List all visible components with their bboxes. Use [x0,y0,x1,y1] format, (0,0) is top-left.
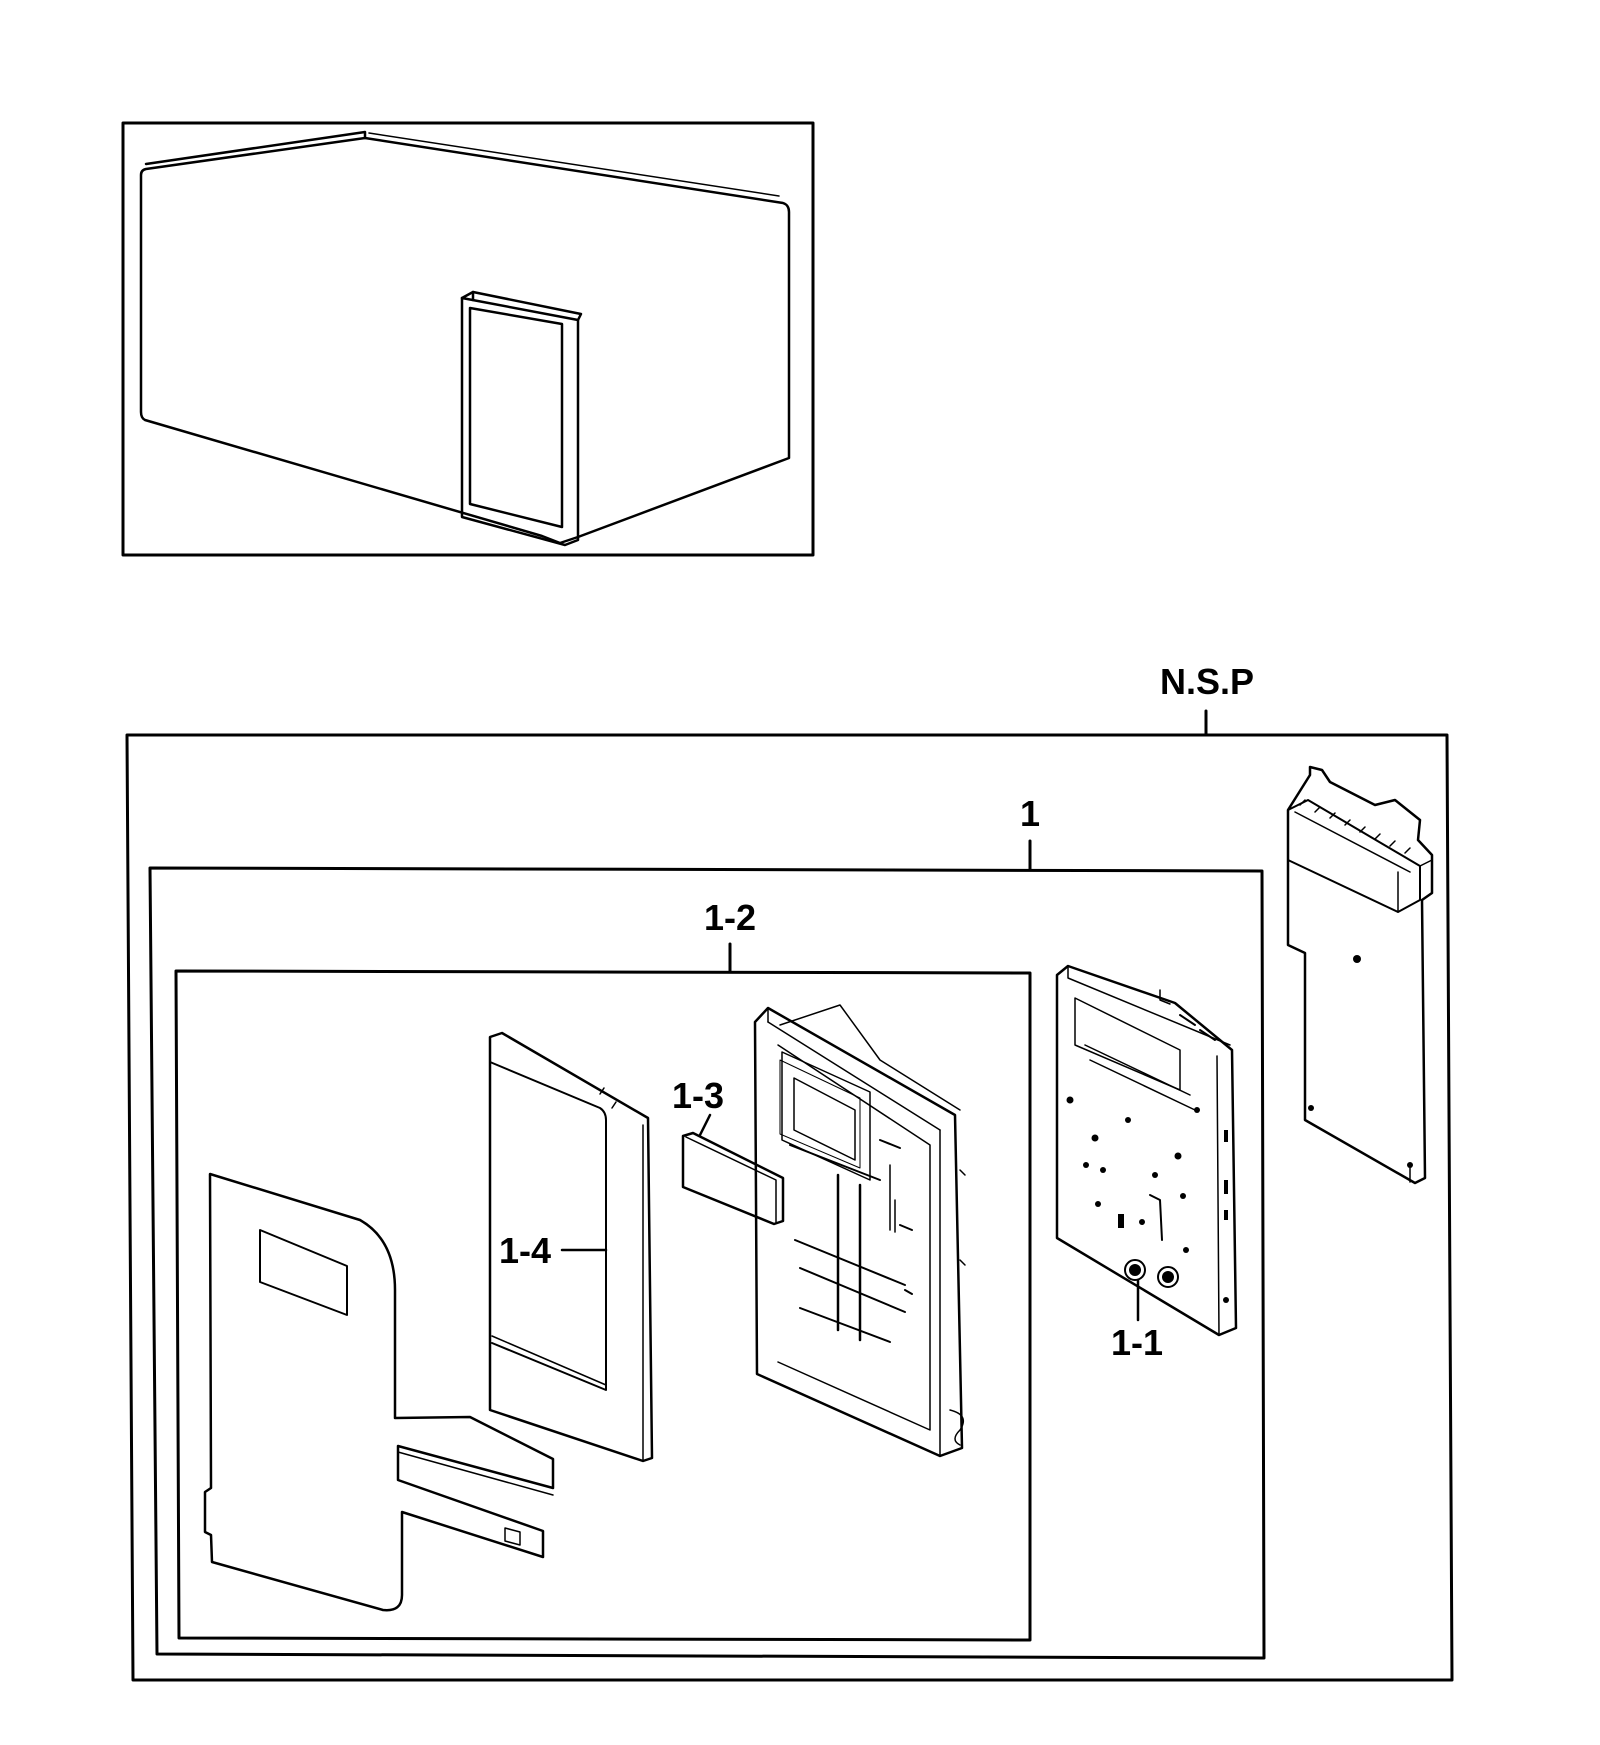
front-overlay-sheet [203,1172,555,1612]
sub-assembly-1-2-label: 1-2 [704,897,756,938]
control-panel-frame [753,1004,966,1458]
microwave-body-illustration [139,130,791,545]
pcb-components [1066,1096,1229,1303]
part-1-4-label: 1-4 [499,1230,551,1271]
overview-panel [121,121,815,557]
nsp-frame: N.S.P [125,661,1454,1682]
part-1-1-pcb: 1-1 [1055,964,1238,1363]
assembly-1-frame: 1 [148,793,1266,1660]
sub-assembly-1-2-frame: 1-2 [174,897,1032,1642]
nsp-label: N.S.P [1160,661,1254,702]
part-1-1-label: 1-1 [1111,1322,1163,1363]
assembly-1-label: 1 [1020,793,1040,834]
overview-frame [121,121,815,557]
control-panel-small-illustration [460,290,583,547]
part-1-3-display-filter: 1-3 [672,1075,785,1226]
nsp-display-board [1286,765,1434,1185]
part-1-4-window-frame: 1-4 [488,1031,654,1463]
part-1-3-label: 1-3 [672,1075,724,1116]
